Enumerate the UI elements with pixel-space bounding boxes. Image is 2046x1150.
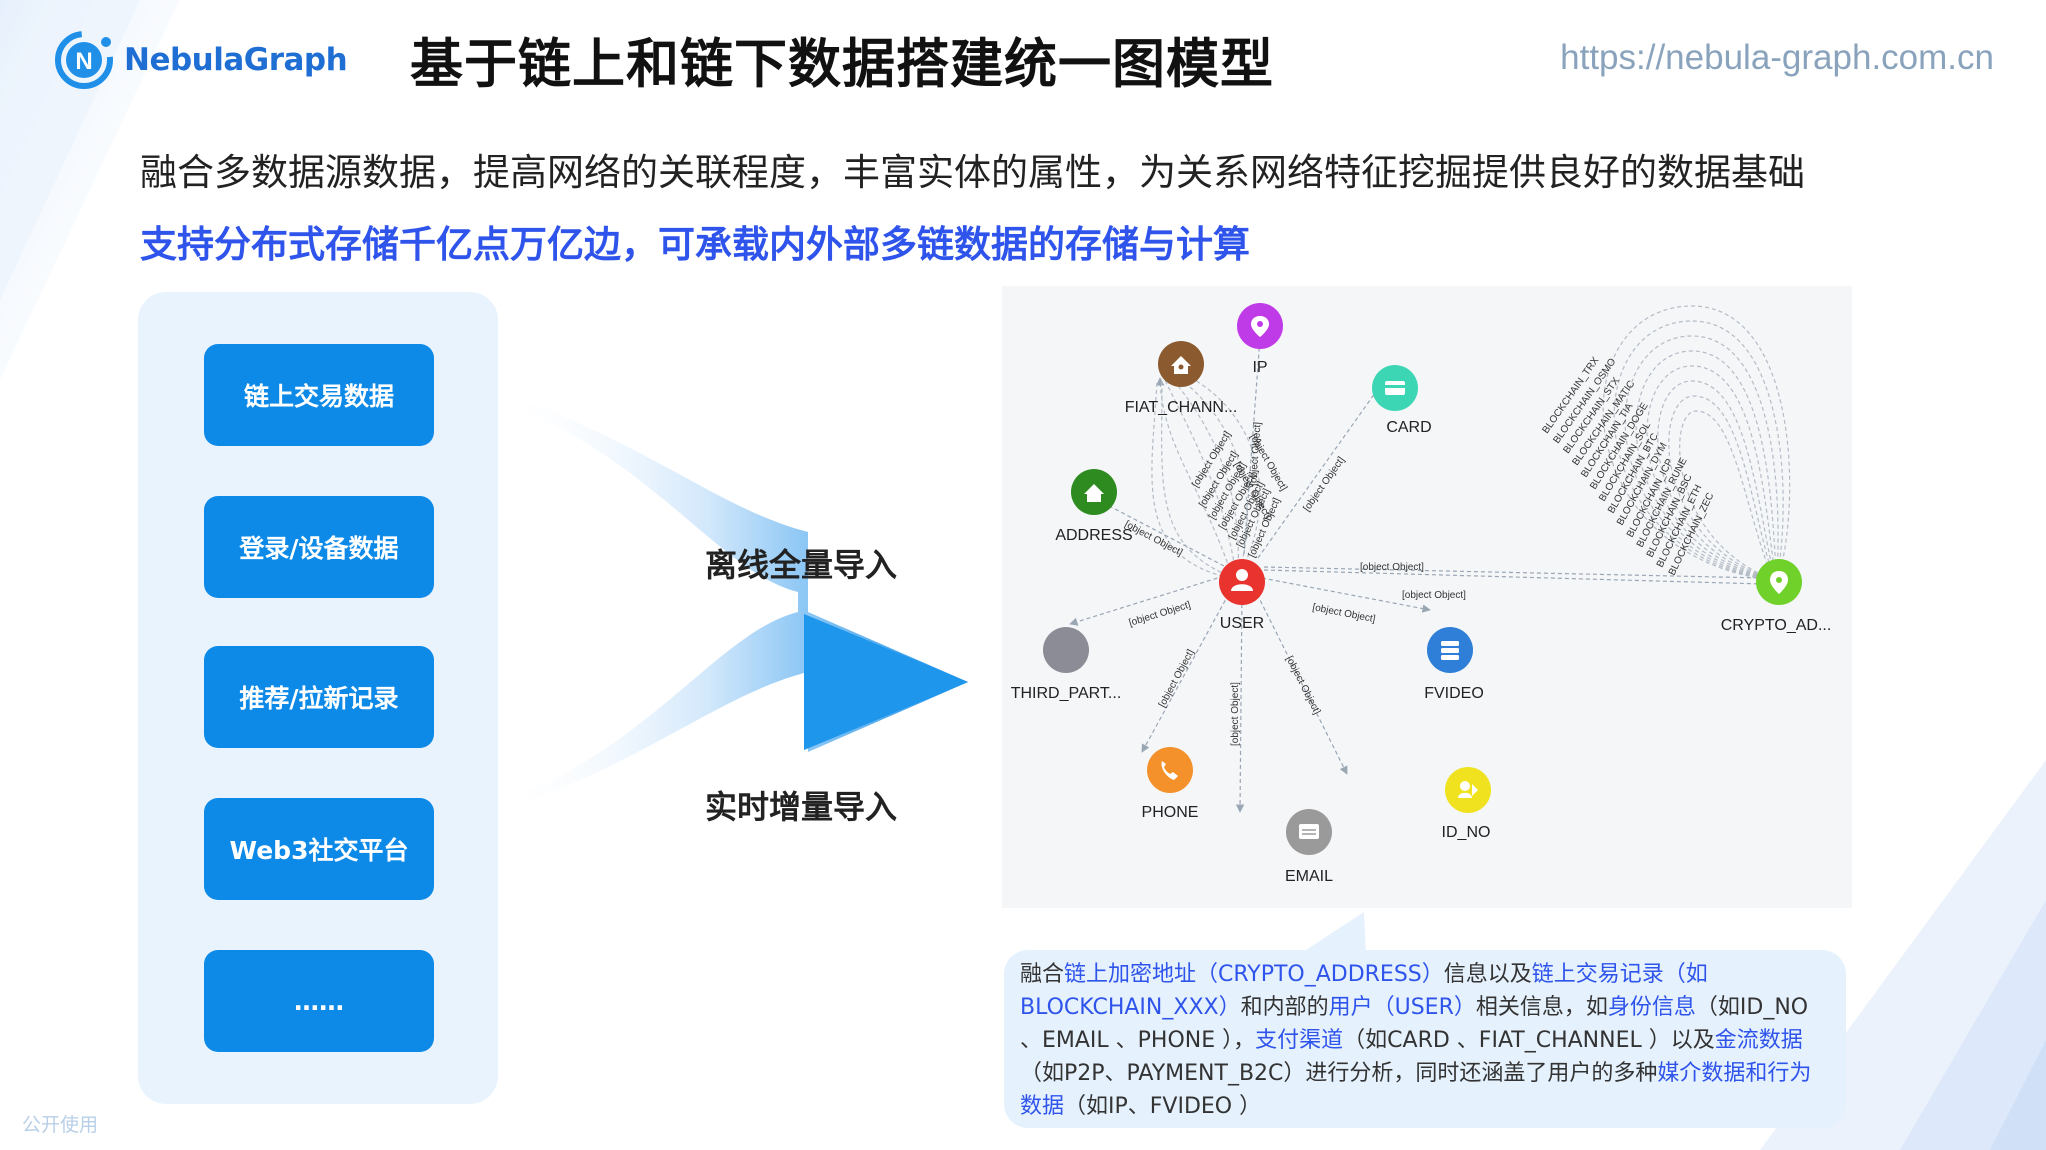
data-source-panel: 链上交易数据 登录/设备数据 推荐/拉新记录 Web3社交平台 ……: [138, 292, 498, 1104]
note-text-6: （如CARD 、FIAT_CHANNEL ）以及: [1343, 1028, 1715, 1053]
note-text-8: （如IP、FVIDEO ）: [1064, 1094, 1262, 1119]
node-label-ip: IP: [1252, 359, 1267, 376]
payment-edges: [1151, 371, 1261, 579]
edge-label-crypto: [object Object]: [1402, 590, 1466, 601]
node-label-third-party: THIRD_PART...: [1011, 685, 1122, 702]
edge-label-user-fvideo: [object Object]: [1311, 602, 1376, 625]
phone-icon: [1161, 761, 1178, 780]
offline-import-label: 离线全量导入: [705, 546, 898, 584]
user-edge-labels: [object Object] [object Object] [object …: [1123, 421, 1467, 746]
logo-text: NebulaGraph: [124, 42, 348, 78]
note-highlight-media-behavior: 媒介数据和行为数据: [1020, 1061, 1812, 1119]
node-crypto-address[interactable]: CRYPTO_AD...: [1721, 559, 1832, 634]
edge-label-user-id-no: [object Object]: [1283, 654, 1322, 716]
node-user[interactable]: USER: [1219, 559, 1265, 632]
source-recommend-records[interactable]: 推荐/拉新记录: [204, 646, 434, 748]
note-text-2: 信息以及: [1443, 962, 1532, 987]
node-label-card: CARD: [1386, 419, 1431, 436]
node-label-email: EMAIL: [1285, 868, 1333, 885]
id-icon: [1458, 781, 1478, 798]
site-url[interactable]: https://nebula-graph.com.cn: [1560, 38, 1994, 77]
database-icon: [1441, 641, 1459, 660]
graph-schema-panel: BLOCKCHAIN_TRX BLOCKCHAIN_OSMO BLOCKCHAI…: [1002, 286, 1852, 908]
location-pin-icon: [1251, 316, 1269, 337]
node-label-phone: PHONE: [1142, 804, 1199, 821]
note-text-7: （如P2P、PAYMENT_B2C）进行分析，同时还涵盖了用户的多种: [1020, 1061, 1658, 1086]
node-third-party[interactable]: THIRD_PART...: [1011, 627, 1122, 702]
note-highlight-identity: 身份信息: [1607, 995, 1696, 1020]
node-card[interactable]: CARD: [1372, 365, 1432, 436]
payment-edge-labels: [object Object] [object Object] [object …: [1190, 429, 1289, 559]
blockchain-edges: [1602, 305, 1791, 582]
node-label-crypto-address: CRYPTO_AD...: [1721, 617, 1832, 634]
note-highlight-blockchain-records: 链上交易记录（如BLOCKCHAIN_XXX）: [1020, 962, 1708, 1020]
blockchain-edge-labels: BLOCKCHAIN_TRX BLOCKCHAIN_OSMO BLOCKCHAI…: [1540, 355, 1716, 577]
person-icon: [1231, 569, 1253, 591]
nebulagraph-logo: N NebulaGraph: [52, 28, 348, 92]
node-address[interactable]: ADDRESS: [1055, 469, 1133, 544]
svg-text:N: N: [75, 48, 92, 75]
subtitle-highlight: 支持分布式存储千亿点万亿边，可承载内外部多链数据的存储与计算: [140, 223, 1250, 266]
source-onchain-transactions[interactable]: 链上交易数据: [204, 344, 434, 446]
source-web3-social[interactable]: Web3社交平台: [204, 798, 434, 900]
node-fvideo[interactable]: FVIDEO: [1424, 627, 1484, 702]
node-label-id-no: ID_NO: [1442, 824, 1491, 841]
source-more[interactable]: ……: [204, 950, 434, 1052]
node-label-fiat-channel: FIAT_CHANN...: [1125, 399, 1238, 416]
nebula-logo-icon: N: [55, 31, 113, 89]
map-marker-icon: [1770, 571, 1788, 594]
source-login-device[interactable]: 登录/设备数据: [204, 496, 434, 598]
note-text-3: 和内部的: [1240, 995, 1329, 1020]
node-label-address: ADDRESS: [1055, 527, 1132, 544]
mail-icon: [1299, 824, 1319, 839]
node-phone[interactable]: PHONE: [1142, 747, 1199, 821]
graph-description-note: 融合链上加密地址（CRYPTO_ADDRESS）信息以及链上交易记录（如BLOC…: [1004, 950, 1846, 1128]
node-label-fvideo: FVIDEO: [1424, 685, 1484, 702]
edge-label-user-ip: [object Object]: [1248, 421, 1263, 486]
note-text-5: （如ID_NO 、EMAIL 、PHONE ），: [1020, 995, 1809, 1053]
note-highlight-crypto-address: 链上加密地址（CRYPTO_ADDRESS）: [1064, 962, 1444, 987]
edge-label-openapi: [object Object]: [1128, 600, 1193, 629]
user-edges: [1069, 337, 1765, 813]
credit-card-icon: [1385, 381, 1405, 395]
public-use-label: 公开使用: [22, 1114, 99, 1136]
house-icon: [1084, 484, 1104, 502]
edge-label-user-email: [object Object]: [1230, 682, 1241, 746]
node-id-no[interactable]: ID_NO: [1442, 767, 1491, 841]
edge-label-user-crypto-address: [object Object]: [1360, 562, 1424, 573]
note-highlight-user: 用户（USER）: [1328, 995, 1476, 1020]
note-highlight-fund-flow: 金流数据: [1714, 1028, 1803, 1053]
subtitle-description: 融合多数据源数据，提高网络的关联程度，丰富实体的属性，为关系网络特征挖掘提供良好…: [140, 151, 1805, 194]
import-flow-arrow: [498, 402, 968, 802]
note-text-4: 相关信息，如: [1475, 995, 1608, 1020]
home-icon: [1171, 356, 1191, 374]
realtime-import-label: 实时增量导入: [705, 788, 898, 826]
node-email[interactable]: EMAIL: [1285, 809, 1333, 885]
edge-label-user-phone: [object Object]: [1157, 648, 1197, 710]
page-title: 基于链上和链下数据搭建统一图模型: [410, 34, 1274, 95]
node-ip[interactable]: IP: [1237, 303, 1283, 376]
node-fiat-channel[interactable]: FIAT_CHANN...: [1125, 341, 1238, 416]
graph-schema-canvas: BLOCKCHAIN_TRX BLOCKCHAIN_OSMO BLOCKCHAI…: [1011, 303, 1832, 885]
note-text-1: 融合: [1020, 962, 1065, 987]
note-highlight-payment-channel: 支付渠道: [1255, 1028, 1344, 1053]
node-label-user: USER: [1220, 615, 1264, 632]
note-callout-tail: [1300, 912, 1366, 954]
